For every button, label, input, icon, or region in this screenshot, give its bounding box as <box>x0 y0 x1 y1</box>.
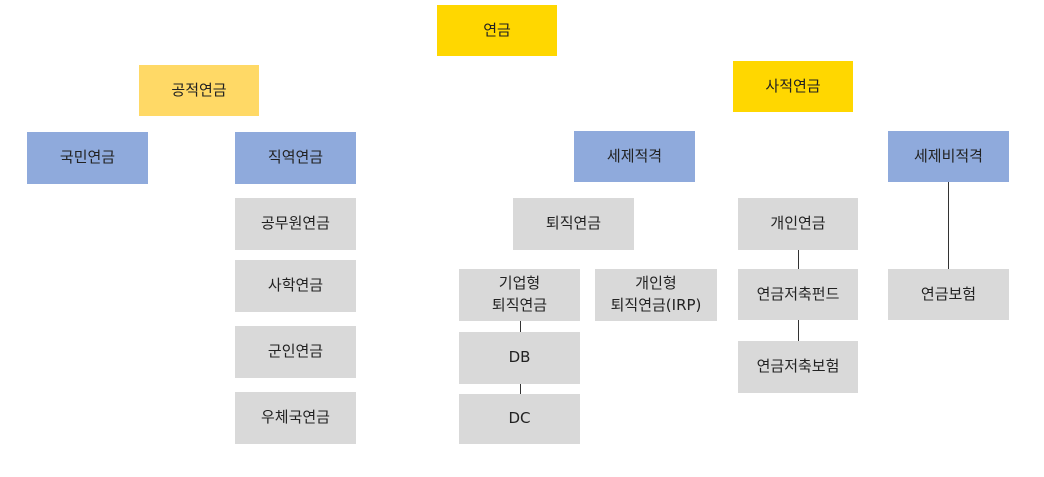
connector-personal-fund <box>798 250 799 269</box>
pension-savings-insurance-node: 연금저축보험 <box>738 341 858 393</box>
db-label: DB <box>508 348 531 367</box>
dc-label: DC <box>508 409 531 428</box>
root-node: 연금 <box>437 5 557 56</box>
root-label: 연금 <box>483 20 511 39</box>
connector-fund-insurance <box>798 320 799 341</box>
retirement-pension-node: 퇴직연금 <box>513 198 634 250</box>
tax-nonqualified-label: 세제비적격 <box>913 146 983 165</box>
national-pension-label: 국민연금 <box>59 148 116 167</box>
retirement-pension-label: 퇴직연금 <box>545 214 602 233</box>
occupational-item: 군인연금 <box>235 326 356 378</box>
annuity-insurance-node: 연금보험 <box>888 269 1009 320</box>
occupational-pension-node: 직역연금 <box>235 132 356 184</box>
connector-db-dc <box>520 384 521 394</box>
personal-pension-label: 개인연금 <box>770 214 826 233</box>
occupational-item-label: 우체국연금 <box>260 408 330 427</box>
national-pension-node: 국민연금 <box>27 132 148 184</box>
tax-qualified-node: 세제적격 <box>574 131 695 182</box>
occupational-item: 공무원연금 <box>235 198 356 250</box>
public-pension-label: 공적연금 <box>171 80 227 99</box>
annuity-insurance-label: 연금보험 <box>920 284 977 303</box>
private-pension-label: 사적연금 <box>765 76 821 95</box>
occupational-item: 사학연금 <box>235 260 356 312</box>
occupational-item-label: 군인연금 <box>267 342 324 361</box>
dc-node: DC <box>459 394 580 444</box>
connector-corporate-db <box>520 321 521 332</box>
pension-savings-insurance-label: 연금저축보험 <box>756 357 840 376</box>
pension-savings-fund-node: 연금저축펀드 <box>738 269 858 320</box>
private-pension-node: 사적연금 <box>733 61 853 112</box>
corporate-retirement-label: 기업형 퇴직연금 <box>491 274 548 314</box>
personal-pension-node: 개인연금 <box>738 198 858 250</box>
occupational-pension-label: 직역연금 <box>267 148 324 167</box>
tax-nonqualified-node: 세제비적격 <box>888 131 1009 182</box>
corporate-retirement-node: 기업형 퇴직연금 <box>459 269 580 321</box>
occupational-item-label: 사학연금 <box>267 276 324 295</box>
public-pension-node: 공적연금 <box>139 65 259 116</box>
db-node: DB <box>459 332 580 384</box>
occupational-item: 우체국연금 <box>235 392 356 444</box>
connector-nonqualified-insurance <box>948 182 949 269</box>
occupational-item-label: 공무원연금 <box>260 214 330 233</box>
irp-node: 개인형 퇴직연금(IRP) <box>595 269 717 321</box>
pension-savings-fund-label: 연금저축펀드 <box>756 284 840 303</box>
tax-qualified-label: 세제적격 <box>606 146 663 165</box>
irp-label: 개인형 퇴직연금(IRP) <box>610 274 702 314</box>
